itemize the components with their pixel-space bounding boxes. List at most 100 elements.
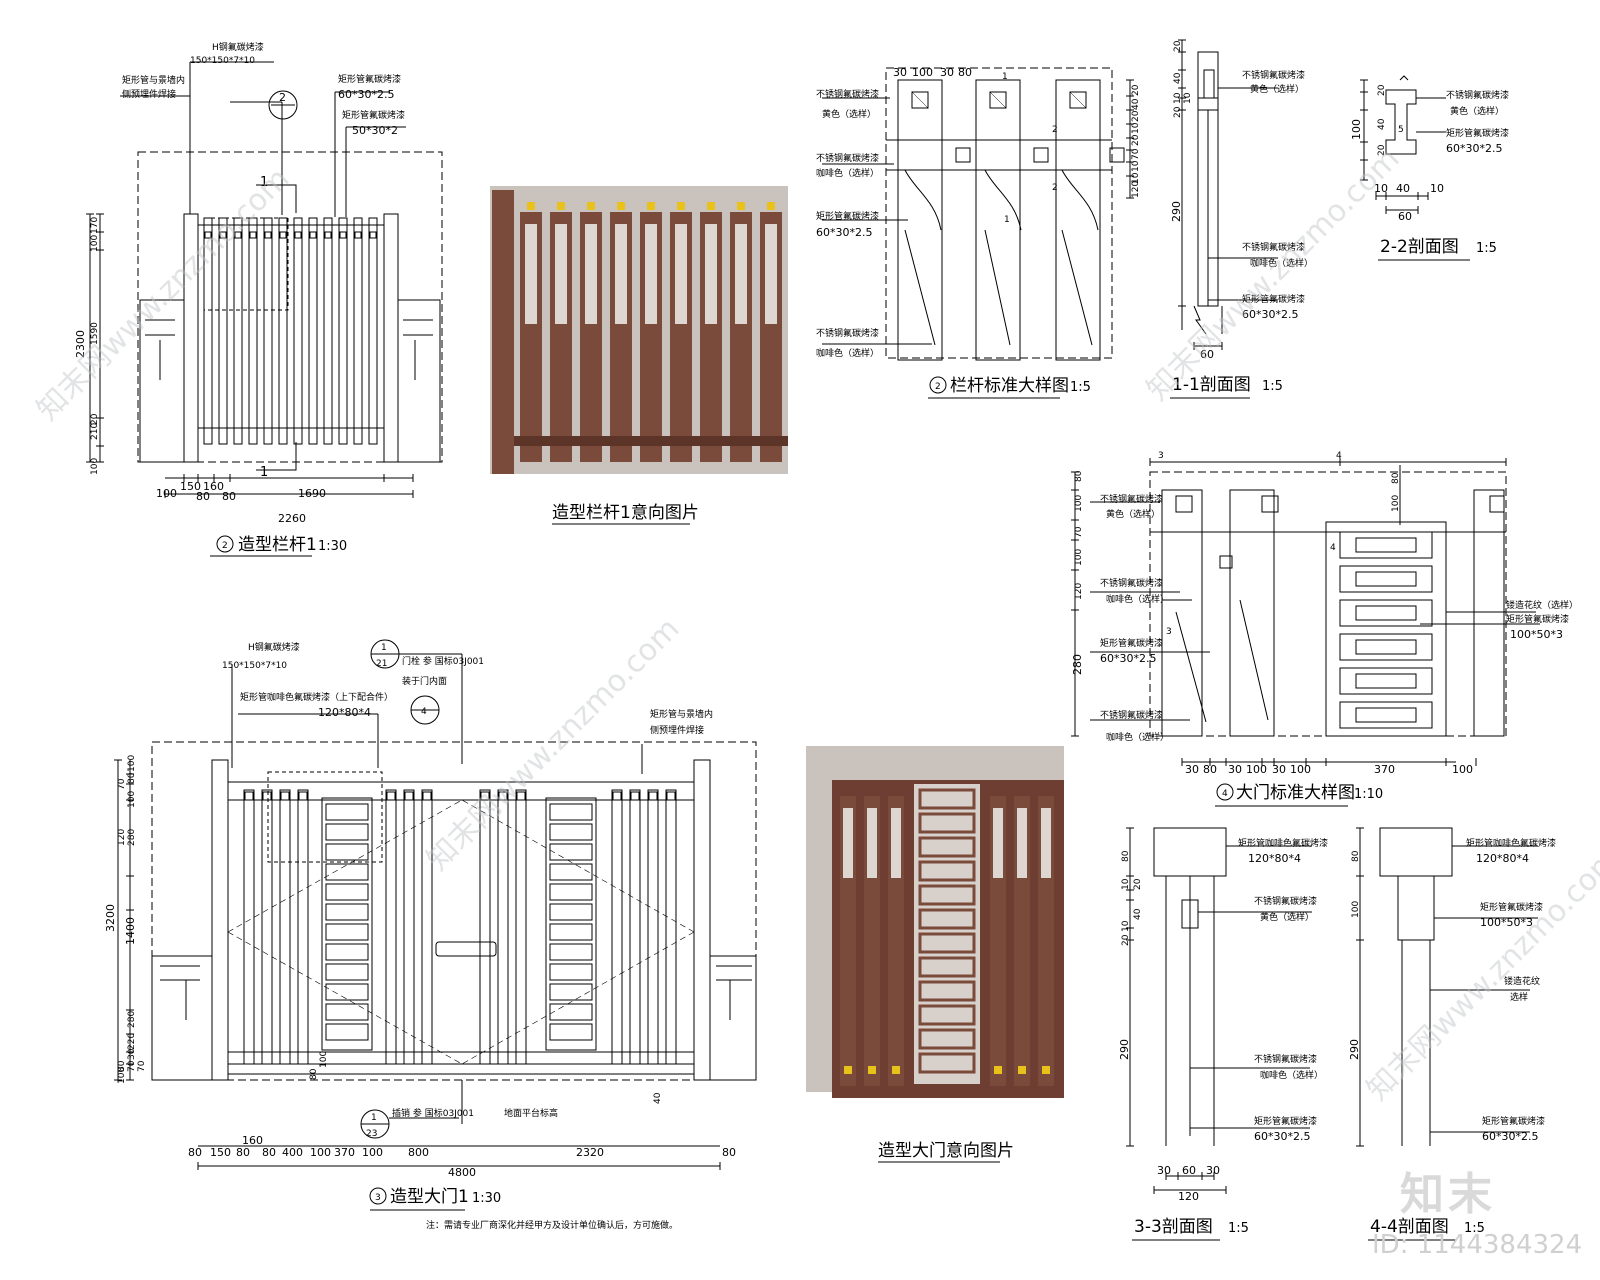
d2-tag: 1 — [1004, 215, 1010, 225]
d1-marker: 2 — [279, 91, 286, 104]
railing-bar — [323, 217, 333, 445]
photo2-fret-cell — [918, 1028, 976, 1050]
d3-callout-b-sheet: 23 — [366, 1129, 377, 1139]
d2-tag: 1 — [1002, 72, 1008, 82]
s33-dim: 10 — [1121, 878, 1131, 890]
railing-bar — [233, 217, 243, 445]
d2-right-dim: 20 — [1131, 110, 1141, 122]
fret-cell-inner — [1355, 707, 1417, 723]
d1-leader-embed: 侧预埋件焊接 — [122, 88, 176, 100]
d3-misc: 80 — [309, 1068, 319, 1080]
s22-dim: 5 — [1398, 125, 1404, 135]
d4-top: 3 — [1158, 451, 1164, 461]
d3-leader: 150*150*7*10 — [222, 661, 287, 671]
s11-dim: 290 — [1170, 201, 1183, 222]
gate-fret-cell — [325, 903, 369, 921]
brand-logo: 知末 — [1400, 1169, 1496, 1220]
photo2-bar-light — [867, 808, 877, 878]
fret-cell — [1339, 633, 1433, 661]
section-1-1 — [1178, 39, 1278, 350]
d3-misc: 100 — [319, 1051, 329, 1068]
fret-cell — [1339, 565, 1433, 593]
s33-label: 120*80*4 — [1248, 852, 1301, 865]
d4-label: 矩形管氟碳烤漆 — [1506, 613, 1569, 625]
photo2-fret-cell — [918, 860, 976, 882]
d2-top-dim: 30 — [893, 66, 907, 79]
gate-fret-cell — [549, 923, 593, 941]
s33-label: 不锈钢氟碳烤漆 — [1254, 1053, 1317, 1065]
d3-hdim: 370 — [334, 1146, 355, 1159]
s44-title: 4-4剖面图 — [1370, 1217, 1449, 1237]
d3-vdim: 70 — [117, 778, 127, 790]
fret-cell — [1339, 531, 1433, 559]
d4-bottom-dim: 370 — [1374, 763, 1395, 776]
photo2-fret-cell — [918, 932, 976, 954]
d3-vdim: 80 — [127, 772, 137, 784]
s44-scale: 1:5 — [1464, 1221, 1485, 1236]
s33-dim: 80 — [1121, 850, 1131, 862]
d4-label: 黄色（选样） — [1106, 508, 1160, 520]
d4-tag: 3 — [1166, 627, 1172, 637]
drawing-1-text: H钢氟碳烤漆 150*150*7*10 矩形管与景墙内 侧预埋件焊接 矩形管氟碳… — [74, 41, 405, 557]
s11-dim: 60 — [1200, 348, 1214, 361]
s33-label: 60*30*2.5 — [1254, 1130, 1311, 1143]
section-4-4 — [1356, 827, 1538, 1147]
d3-callout-b-num: 1 — [371, 1113, 377, 1123]
s33-scale: 1:5 — [1228, 1221, 1249, 1236]
s44-label: 120*80*4 — [1476, 852, 1529, 865]
gate-bar — [611, 789, 623, 1065]
d3-hdim: 80 — [188, 1146, 202, 1159]
photo-railing-intent — [490, 186, 788, 474]
d4-scale: 1:10 — [1354, 787, 1383, 802]
d1-leader-h-size: 150*150*7*10 — [190, 56, 255, 66]
s44-label: 100*50*3 — [1480, 916, 1533, 929]
d4-left-dim: 120 — [1074, 583, 1084, 600]
detail-4-text: 3 4 80 100 70 100 120 280 30 80 30 100 3… — [1071, 451, 1578, 807]
gate-bar-cap — [516, 791, 526, 801]
fret-cell — [1339, 599, 1433, 627]
s33-label: 矩形管氟碳烤漆 — [1254, 1115, 1317, 1127]
d3-vdim: 1400 — [124, 917, 137, 945]
d4-left-dim: 80 — [1074, 470, 1084, 482]
d4-left-dim: 100 — [1074, 549, 1084, 566]
photo-bar-cap — [707, 202, 715, 210]
photo2-fret-cell — [918, 980, 976, 1002]
photo2-bar-light — [1041, 808, 1051, 878]
photo1-caption: 造型栏杆1意向图片 — [552, 503, 699, 523]
d2-right-dim: 10 — [1131, 160, 1141, 172]
s22-label: 不锈钢氟碳烤漆 — [1446, 89, 1509, 101]
d1-hdim: 80 — [196, 490, 210, 503]
gate-fret-cell — [549, 863, 593, 881]
gate-bar — [261, 789, 273, 1065]
d4-top: 4 — [1336, 451, 1342, 461]
section-2-2-text: 20 40 20 100 5 10 40 10 60 不锈钢氟碳烤漆 黄色（选样… — [1350, 84, 1509, 261]
photo-bar-light — [705, 224, 717, 324]
drawing-railing-1 — [86, 61, 443, 553]
gate-fret-cell — [325, 1023, 369, 1041]
d3-leader: 侧预埋件焊接 — [650, 724, 704, 736]
railing-bar-cap — [354, 231, 362, 239]
gate-fret-cell — [325, 983, 369, 1001]
d2-label: 不锈钢氟碳烤漆 — [816, 327, 879, 339]
d4-center-dim: 80 — [1391, 472, 1401, 484]
d2-title: 栏杆标准大样图 — [950, 376, 1069, 396]
gate-fret-cell — [549, 1023, 593, 1041]
photo2-bar-cap — [994, 1066, 1002, 1074]
gate-fret-cell — [549, 1003, 593, 1021]
d3-hdim: 400 — [282, 1146, 303, 1159]
d3-vdim: 100 — [127, 791, 137, 808]
fret-cell-inner — [1355, 639, 1417, 655]
d3-callout-a-num: 1 — [381, 643, 387, 653]
d3-hdim: 160 — [242, 1134, 263, 1147]
section-2-2 — [1360, 75, 1446, 214]
gate-fret-cell — [549, 883, 593, 901]
railing-bar-cap — [294, 231, 302, 239]
section-1-1-text: 20 40 10 20 10 290 60 不锈钢氟碳烤漆 黄色（选样） 不锈钢… — [1170, 40, 1313, 399]
s33-label: 咖啡色（选样） — [1260, 1069, 1323, 1081]
gate-fret-cell — [325, 823, 369, 841]
d3-leader: 矩形管咖啡色氟碳烤漆（上下配合件） — [240, 691, 393, 703]
photo-gate-intent — [806, 746, 1064, 1098]
railing-bar — [368, 217, 378, 445]
s22-label: 矩形管氟碳烤漆 — [1446, 127, 1509, 139]
d1-vdim: 1590 — [90, 322, 100, 345]
